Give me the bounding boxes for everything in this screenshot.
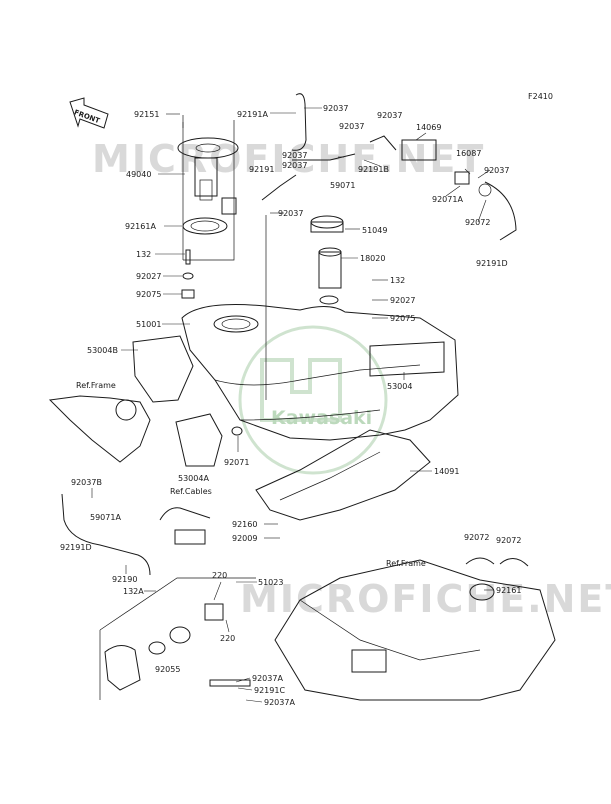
part-label-38: 92009	[232, 534, 257, 543]
part-label-5: 92027	[136, 272, 161, 281]
part-label-24: 92037	[278, 209, 303, 218]
part-label-34: 92037B	[71, 478, 102, 487]
part-label-28: 92027	[390, 296, 415, 305]
part-label-30: 53004	[387, 382, 412, 391]
part-label-17: 59071	[330, 181, 355, 190]
part-label-19: 16087	[456, 149, 481, 158]
part-label-3: 92161A	[125, 222, 156, 231]
part-label-11: 92037	[339, 122, 364, 131]
part-label-48: 92072	[464, 533, 489, 542]
part-label-23: 92191D	[476, 259, 508, 268]
part-label-14: 92037	[282, 151, 307, 160]
part-label-37: 92160	[232, 520, 257, 529]
filler-neck	[265, 215, 344, 400]
bottom-left-assembly	[99, 577, 256, 700]
part-label-12: 92037	[377, 111, 402, 120]
fuel-pump-assembly	[177, 115, 239, 261]
front-arrow-icon: FRONT	[69, 97, 109, 129]
part-label-35: 59071A	[90, 513, 121, 522]
tank-cover-right	[369, 341, 445, 377]
part-label-40: 132A	[123, 587, 144, 596]
part-labels: 92151 49040 92161A 132 92027 92075 51001…	[60, 104, 521, 707]
ref-frame-left-label: Ref.Frame	[76, 381, 116, 390]
part-label-25: 51049	[362, 226, 387, 235]
part-label-32: 53004A	[178, 474, 209, 483]
part-label-7: 51001	[136, 320, 161, 329]
ref-frame-right-label: Ref.Frame	[386, 559, 426, 568]
part-label-27: 132	[390, 276, 405, 285]
part-label-13: 14069	[416, 123, 441, 132]
skid-plate	[255, 429, 431, 521]
part-label-15: 92037	[282, 161, 307, 170]
part-label-39: 92190	[112, 575, 137, 584]
ref-cables-label: Ref.Cables	[170, 487, 212, 496]
part-label-20: 92037	[484, 166, 509, 175]
part-label-21: 92071A	[432, 195, 463, 204]
tank-cover-lower	[175, 413, 223, 467]
part-label-41: 220	[212, 571, 227, 580]
part-label-42: 51023	[258, 578, 283, 587]
part-label-36: 92191D	[60, 543, 92, 552]
part-label-8: 53004B	[87, 346, 118, 355]
part-label-29: 92075	[390, 314, 415, 323]
part-label-2: 49040	[126, 170, 151, 179]
part-label-26: 18020	[360, 254, 385, 263]
fuel-tank	[181, 304, 459, 441]
part-label-46: 92191C	[254, 686, 285, 695]
part-label-44: 92055	[155, 665, 180, 674]
part-label-31: 92071	[224, 458, 249, 467]
part-label-50: 92161	[496, 586, 521, 595]
part-label-18: 92191B	[358, 165, 389, 174]
part-label-4: 132	[136, 250, 151, 259]
part-label-33: 14091	[434, 467, 459, 476]
leader-lines	[91, 107, 493, 703]
watermark-bottom: MICROFICHE.NET	[240, 577, 611, 621]
figure-code: F2410	[528, 92, 553, 101]
logo-text: Kawasaki	[271, 407, 372, 429]
part-label-43: 220	[220, 634, 235, 643]
kawasaki-logo: Kawasaki	[238, 325, 388, 475]
watermark-top: MICROFICHE.NET	[92, 137, 485, 181]
part-label-22: 92072	[465, 218, 490, 227]
left-fasteners	[181, 249, 195, 299]
breather-hoses	[261, 93, 517, 241]
part-label-47: 92037A	[264, 698, 295, 707]
part-label-10: 92037	[323, 104, 348, 113]
tank-cover-left	[132, 335, 194, 403]
part-label-9: 92191A	[237, 110, 268, 119]
part-label-1: 92151	[134, 110, 159, 119]
frame-right	[274, 557, 556, 701]
frame-left	[48, 395, 151, 463]
part-label-49: 92072	[496, 536, 521, 545]
part-label-16: 92191	[249, 165, 274, 174]
part-label-6: 92075	[136, 290, 161, 299]
part-label-45: 92037A	[252, 674, 283, 683]
hose-group-left	[61, 493, 211, 576]
